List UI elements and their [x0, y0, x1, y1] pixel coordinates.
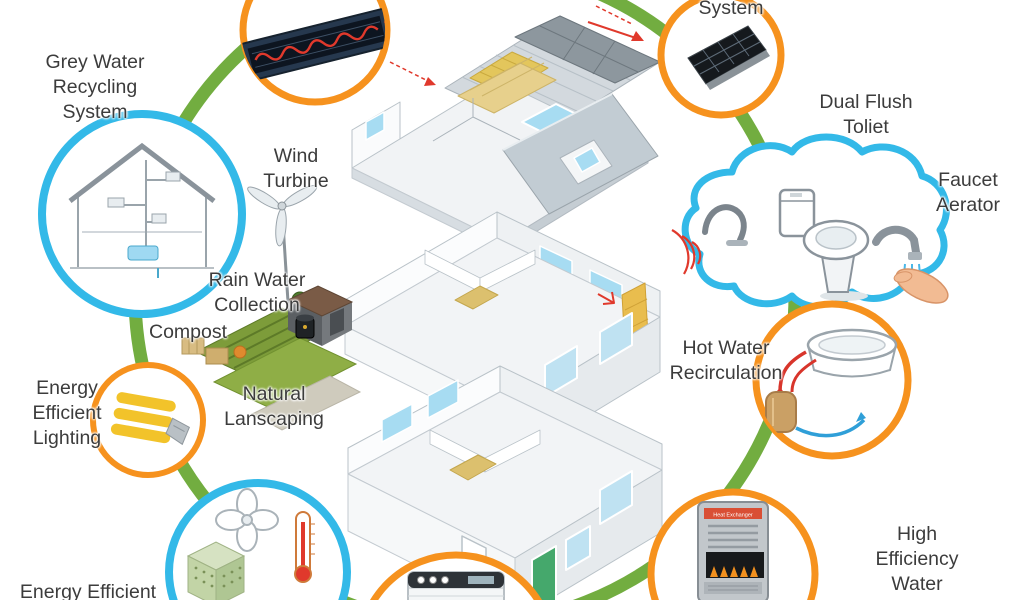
label-grey-water-recycling: Grey Water Recycling System: [45, 51, 145, 123]
wind-turbine-icon: [247, 185, 318, 303]
bathtub-pipes-icon: [765, 328, 898, 438]
red-arrows: [389, 5, 644, 86]
compost-bins: [181, 337, 247, 365]
bubble-hvac: [165, 479, 351, 600]
label-hot-water-recirculation: Hot Water Recirculation: [669, 337, 783, 384]
heat-exchanger-label: Heat Exchanger: [713, 513, 753, 519]
dishwasher-icon: [407, 571, 505, 600]
bubble-cfl: [90, 362, 206, 478]
compost-barrel: [295, 314, 315, 339]
fan-thermometer-filter-icon: [186, 488, 315, 600]
gravel-path: [250, 375, 362, 431]
label-energy-efficient-partial: Energy Efficient: [19, 581, 157, 600]
label-solar-system-partial: System: [698, 0, 764, 19]
lawn: [212, 337, 358, 409]
label-dual-flush-toilet: Dual Flush Toliet: [819, 91, 913, 138]
cfl-bulb-icon: [108, 390, 190, 446]
bubble-toilet-cloud: [671, 133, 950, 311]
bubble-solar-thermal: [238, 0, 399, 106]
label-high-efficiency-water-heating: High Efficiency Water Heating System: [875, 523, 959, 600]
solar-panel-icon: [687, 25, 770, 90]
landscaping: [181, 285, 362, 431]
label-energy-efficient-lighting: Energy Efficient Lighting: [32, 377, 102, 449]
label-faucet-aerator: Faucet Aerator: [936, 169, 1000, 216]
bubble-dishwasher: [370, 551, 542, 600]
bubble-hot-water: [752, 300, 912, 460]
bubble-tankless-heater: Heat Exchanger: [647, 488, 819, 600]
isometric-house: [344, 15, 663, 600]
flames: [710, 566, 758, 577]
cloud-outline: [681, 133, 950, 311]
bubble-grey-water: [38, 110, 246, 318]
sensor-faucet-icon: [671, 204, 748, 275]
label-compost: Compost: [148, 321, 228, 343]
thermometer-icon: [294, 511, 315, 583]
label-rain-water-collection: Rain Water Collection: [208, 269, 306, 316]
tankless-water-heater-icon: Heat Exchanger: [697, 501, 769, 600]
label-natural-landscaping: Natural Lanscaping: [224, 383, 324, 430]
callout-bubbles: Heat Exchanger: [38, 0, 950, 600]
faucet-aerator-icon: [872, 225, 949, 304]
bubble-solar-panel: [657, 0, 785, 119]
grey-water-house-icon: [68, 142, 216, 278]
label-wind-turbine: Wind Turbine: [263, 145, 329, 192]
air-filter-cube-icon: [186, 541, 246, 600]
fan-icon: [215, 488, 279, 552]
toilet-icon: [778, 188, 870, 301]
